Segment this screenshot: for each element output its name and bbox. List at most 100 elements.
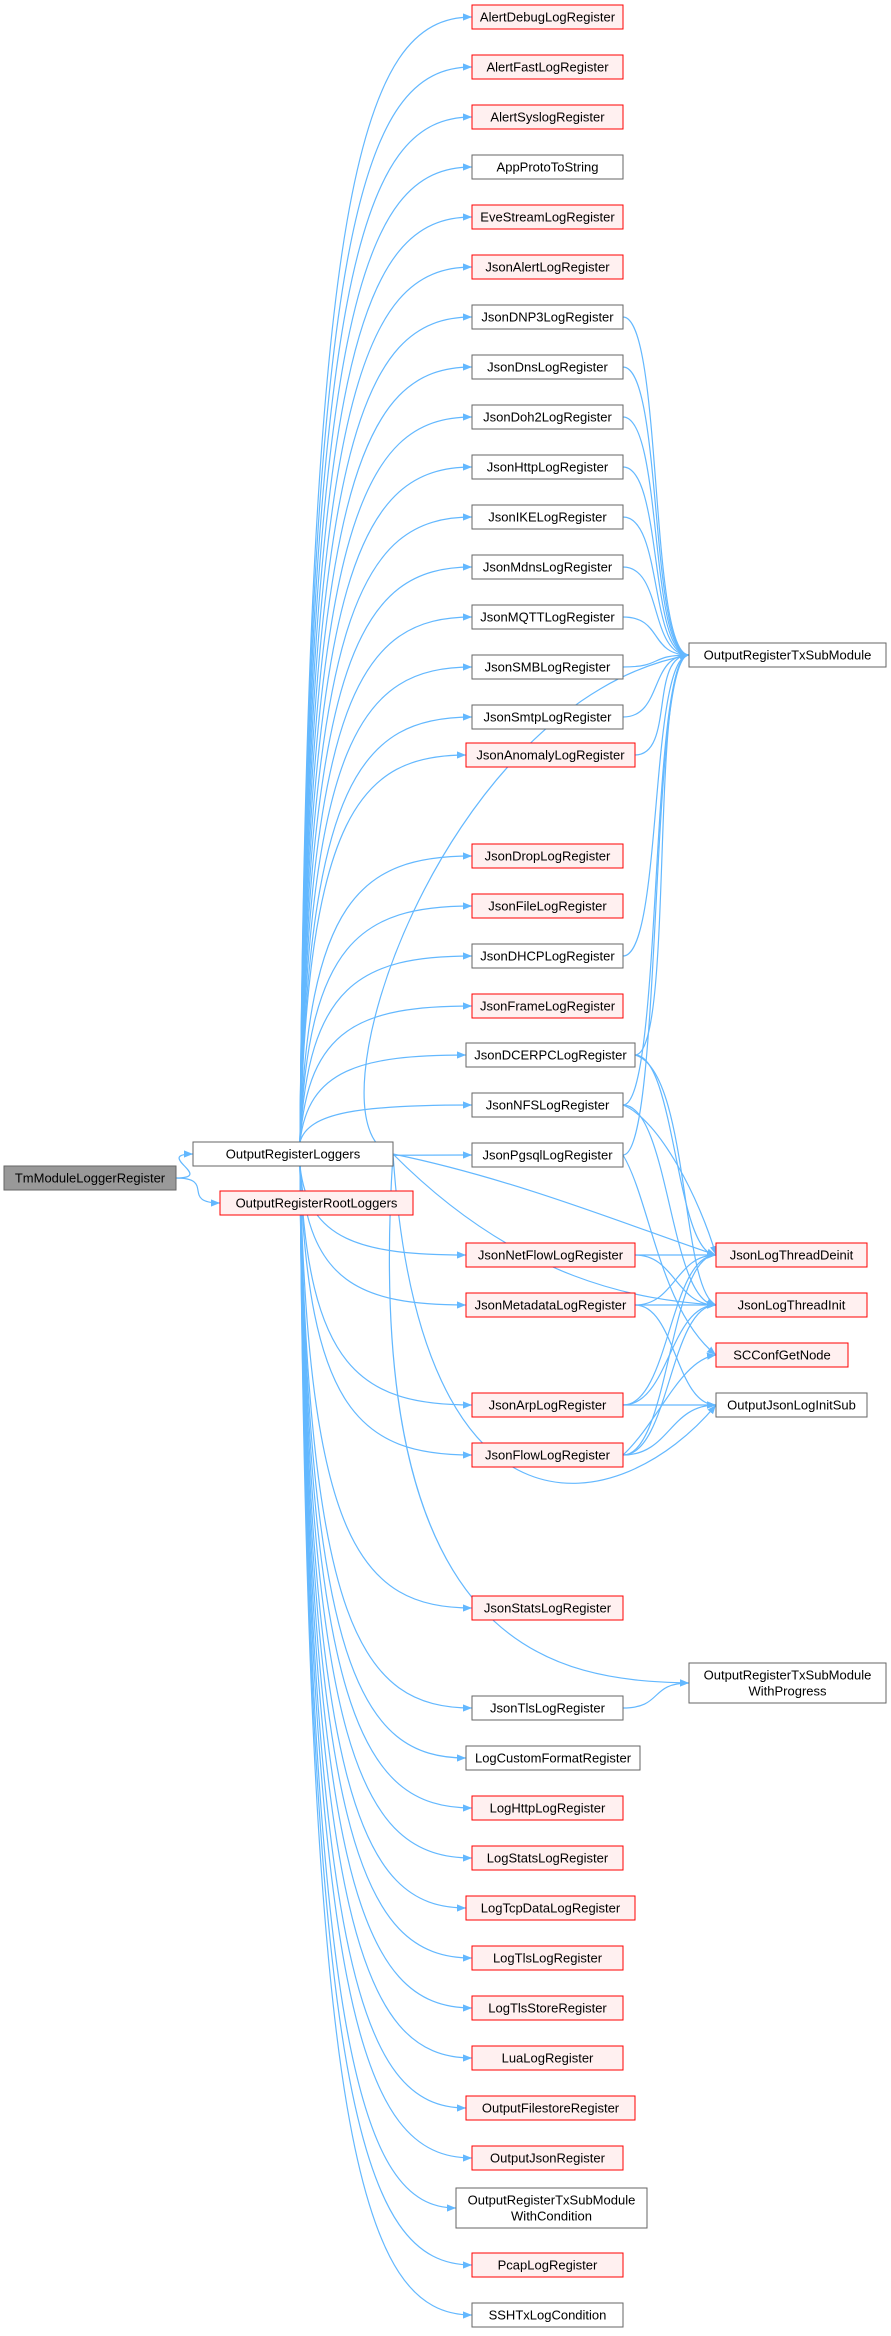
edge-orl-to-eslr (299, 213, 473, 1143)
node-jflow[interactable]: JsonFlowLogRegister (471, 1442, 624, 1468)
node-jdcerpc[interactable]: JsonDCERPCLogRegister (465, 1042, 636, 1068)
node-box (471, 1595, 624, 1621)
edge-orl-to-jdoh2 (299, 413, 473, 1143)
node-label: EveStreamLogRegister (480, 210, 615, 225)
node-pcap[interactable]: PcapLogRegister (471, 2252, 624, 2278)
edge-orl-to-jalr (299, 263, 473, 1143)
node-ltls[interactable]: LogTlsLogRegister (471, 1945, 624, 1971)
node-eslr[interactable]: EveStreamLogRegister (471, 204, 624, 230)
node-label: JsonAnomalyLogRegister (476, 748, 625, 763)
node-ssh[interactable]: SSHTxLogCondition (471, 2302, 624, 2328)
edge-jpgsql-to-ortsm (622, 651, 690, 1156)
edge-jmdns-to-ortsm (622, 566, 690, 659)
node-jstats[interactable]: JsonStatsLogRegister (471, 1595, 624, 1621)
node-jmeta[interactable]: JsonMetadataLogRegister (465, 1292, 636, 1318)
node-jsmb[interactable]: JsonSMBLogRegister (471, 654, 624, 680)
node-jmqtt[interactable]: JsonMQTTLogRegister (471, 604, 624, 630)
node-lhttp[interactable]: LogHttpLogRegister (471, 1795, 624, 1821)
node-jarp[interactable]: JsonArpLogRegister (471, 1392, 624, 1418)
node-ojlis[interactable]: OutputJsonLogInitSub (715, 1392, 868, 1418)
edge-orl-to-jhttp (299, 463, 473, 1143)
node-jltd[interactable]: JsonLogThreadDeinit (715, 1242, 868, 1268)
node-jdnp3[interactable]: JsonDNP3LogRegister (471, 304, 624, 330)
node-box (465, 1745, 641, 1771)
node-lua[interactable]: LuaLogRegister (471, 2045, 624, 2071)
node-label: LogTlsStoreRegister (488, 2001, 607, 2016)
node-jdhcp[interactable]: JsonDHCPLogRegister (471, 943, 624, 969)
node-label: JsonDoh2LogRegister (483, 410, 612, 425)
edge-jmqtt-to-ortsm (622, 616, 690, 659)
edge-root-to-orl (175, 1150, 194, 1179)
node-label: JsonFrameLogRegister (480, 999, 616, 1014)
node-jdrop[interactable]: JsonDropLogRegister (471, 843, 624, 869)
edge-orl-to-apts (299, 163, 473, 1143)
node-jframe[interactable]: JsonFrameLogRegister (471, 993, 624, 1019)
node-label: JsonNFSLogRegister (486, 1098, 610, 1113)
node-box (471, 1845, 624, 1871)
node-aslr[interactable]: AlertSyslogRegister (471, 104, 624, 130)
node-jlti[interactable]: JsonLogThreadInit (715, 1292, 868, 1318)
node-jmdns[interactable]: JsonMdnsLogRegister (471, 554, 624, 580)
node-box (471, 254, 624, 280)
node-jdns[interactable]: JsonDnsLogRegister (471, 354, 624, 380)
node-label: LogTcpDataLogRegister (481, 1901, 621, 1916)
edge-orl-to-jdrop (299, 852, 473, 1143)
node-aflr[interactable]: AlertFastLogRegister (471, 54, 624, 80)
node-box (471, 2045, 624, 2071)
node-orl[interactable]: OutputRegisterLoggers (192, 1141, 394, 1167)
node-box (465, 1292, 636, 1318)
node-label: SCConfGetNode (733, 1348, 831, 1363)
node-ofs[interactable]: OutputFilestoreRegister (465, 2095, 636, 2121)
edge-orl-to-jnfs (299, 1101, 473, 1143)
node-jfile[interactable]: JsonFileLogRegister (471, 893, 624, 919)
node-lcfr[interactable]: LogCustomFormatRegister (465, 1745, 641, 1771)
node-label: JsonArpLogRegister (489, 1398, 607, 1413)
node-label: JsonDNP3LogRegister (481, 310, 614, 325)
edge-orl-to-jdnp3 (299, 313, 473, 1143)
node-jhttp[interactable]: JsonHttpLogRegister (471, 454, 624, 480)
edge-orl-to-jlti (392, 1153, 717, 1309)
node-ortsm[interactable]: OutputRegisterTxSubModule (688, 642, 887, 668)
node-adlr[interactable]: AlertDebugLogRegister (471, 4, 624, 30)
node-label: JsonHttpLogRegister (487, 460, 609, 475)
node-jnfs[interactable]: JsonNFSLogRegister (471, 1092, 624, 1118)
node-box (471, 993, 624, 1019)
edge-jdcerpc-to-ortsm (634, 651, 690, 1056)
node-jdoh2[interactable]: JsonDoh2LogRegister (471, 404, 624, 430)
node-ltlss[interactable]: LogTlsStoreRegister (471, 1995, 624, 2021)
edge-jsmb-to-ortsm (622, 651, 690, 668)
node-label: LogTlsLogRegister (493, 1951, 603, 1966)
edge-jmeta-to-jltd (634, 1251, 717, 1306)
node-orrl[interactable]: OutputRegisterRootLoggers (219, 1190, 414, 1216)
node-box (471, 54, 624, 80)
node-label: LogHttpLogRegister (490, 1801, 606, 1816)
node-box (471, 504, 624, 530)
node-jike[interactable]: JsonIKELogRegister (471, 504, 624, 530)
node-lstats[interactable]: LogStatsLogRegister (471, 1845, 624, 1871)
edge-jnfs-to-jlti (622, 1104, 717, 1309)
node-ojr[interactable]: OutputJsonRegister (471, 2145, 624, 2171)
node-label: WithCondition (511, 2209, 592, 2224)
node-jnetflow[interactable]: JsonNetFlowLogRegister (465, 1242, 636, 1268)
node-label: OutputRegisterTxSubModule (704, 1668, 872, 1683)
node-jalr[interactable]: JsonAlertLogRegister (471, 254, 624, 280)
node-label: JsonMetadataLogRegister (475, 1298, 627, 1313)
node-janom[interactable]: JsonAnomalyLogRegister (465, 742, 636, 768)
node-scgn[interactable]: SCConfGetNode (715, 1342, 849, 1368)
node-jpgsql[interactable]: JsonPgsqlLogRegister (471, 1142, 624, 1168)
edge-orl-to-jmdns (299, 563, 473, 1143)
node-ltcp[interactable]: LogTcpDataLogRegister (465, 1895, 636, 1921)
node-jtls[interactable]: JsonTlsLogRegister (471, 1695, 624, 1721)
node-label: LogCustomFormatRegister (475, 1751, 632, 1766)
node-box (471, 1142, 624, 1168)
node-apts[interactable]: AppProtoToString (471, 154, 624, 180)
node-label: OutputRegisterTxSubModule (704, 648, 872, 663)
edges (175, 13, 717, 2319)
node-jsmtp[interactable]: JsonSmtpLogRegister (471, 704, 624, 730)
node-box (715, 1392, 868, 1418)
node-box (471, 2302, 624, 2328)
edge-jflow-to-jlti (622, 1301, 717, 1456)
